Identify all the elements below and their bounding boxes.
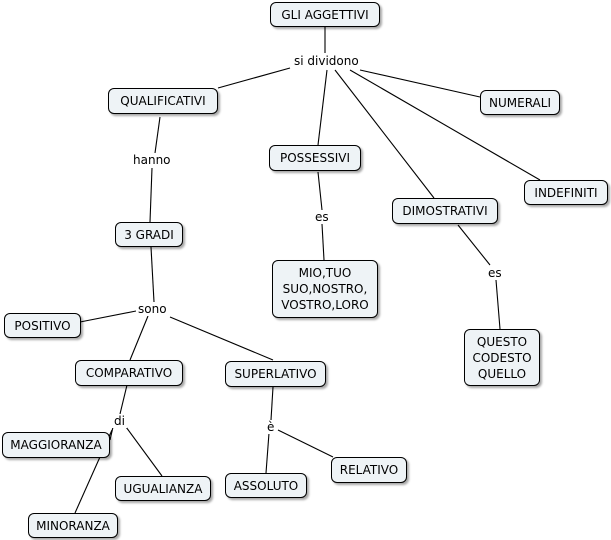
link-label-si-dividono: si dividono	[292, 54, 361, 68]
link-comparativo-di	[119, 384, 128, 415]
concept-numerali[interactable]: NUMERALI	[480, 90, 560, 115]
link-es-poss-examples	[321, 223, 325, 261]
concept-qualificativi[interactable]: QUALIFICATIVI	[108, 88, 218, 114]
link-si-dividono-dimostrativi	[334, 69, 435, 199]
concept-gli-aggettivi[interactable]: GLI AGGETTIVI	[270, 2, 380, 27]
link-superlativo-e	[270, 386, 274, 421]
link-3-gradi-sono	[150, 246, 155, 303]
concept-indefiniti[interactable]: INDEFINITI	[524, 180, 608, 205]
link-label-es-possessivi: es	[313, 210, 331, 224]
concept-dimostrativi-examples[interactable]: QUESTO CODESTO QUELLO	[464, 329, 540, 386]
link-di-maggioranza	[109, 426, 114, 441]
link-possessivi-es	[317, 171, 323, 211]
link-si-dividono-qualificativi	[217, 67, 291, 89]
link-hanno-3-gradi	[149, 167, 153, 223]
link-label-e: è	[265, 420, 277, 434]
link-sono-comparativo	[129, 315, 149, 361]
link-label-sono: sono	[136, 302, 169, 316]
link-label-di: di	[112, 414, 127, 428]
concept-3-gradi[interactable]: 3 GRADI	[115, 222, 183, 247]
concept-relativo[interactable]: RELATIVO	[331, 457, 407, 483]
concept-superlativo[interactable]: SUPERLATIVO	[225, 361, 326, 387]
link-e-assoluto	[265, 432, 270, 474]
concept-ugualianza[interactable]: UGUALIANZA	[115, 476, 211, 501]
concept-possessivi-examples[interactable]: MIO,TUO SUO,NOSTRO, VOSTRO,LORO	[272, 260, 378, 318]
link-es-dim-examples	[495, 279, 501, 330]
concept-comparativo[interactable]: COMPARATIVO	[75, 360, 183, 386]
link-sono-positivo	[79, 310, 137, 323]
link-label-hanno: hanno	[131, 153, 173, 167]
concept-dimostrativi[interactable]: DIMOSTRATIVI	[392, 198, 498, 224]
link-sono-superlativo	[169, 316, 274, 361]
link-e-relativo	[277, 429, 334, 458]
concept-maggioranza[interactable]: MAGGIORANZA	[2, 432, 110, 458]
link-si-dividono-numerali	[359, 69, 481, 98]
concept-positivo[interactable]: POSITIVO	[4, 313, 81, 338]
link-label-es-dimostrativi: es	[486, 266, 504, 280]
concept-possessivi[interactable]: POSSESSIVI	[269, 145, 361, 171]
concept-assoluto[interactable]: ASSOLUTO	[225, 473, 307, 498]
link-si-dividono-possessivi	[317, 69, 328, 146]
link-qualificativi-hanno	[154, 116, 161, 154]
link-si-dividono-indefiniti	[349, 69, 541, 181]
concept-minoranza[interactable]: MINORANZA	[28, 513, 118, 538]
link-dimostrativi-es	[457, 224, 491, 266]
link-di-ugualianza	[125, 426, 163, 477]
